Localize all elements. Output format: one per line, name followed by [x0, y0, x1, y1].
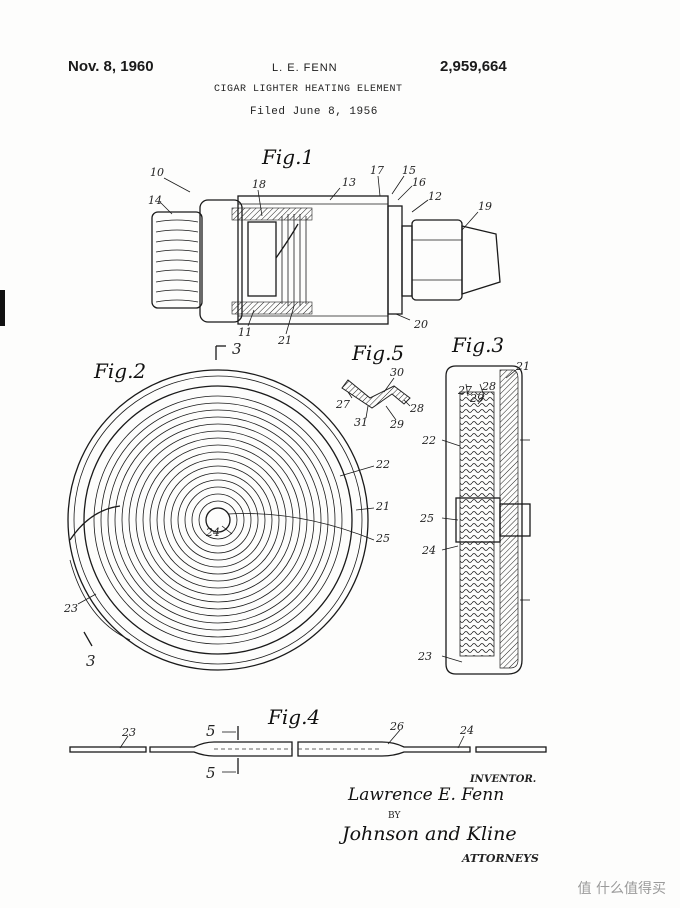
- fig4-label-24: 24: [459, 724, 474, 737]
- fig1-nut: [411, 219, 463, 301]
- patent-date: Nov. 8, 1960: [68, 58, 154, 75]
- fig3-cup-wall: [499, 369, 519, 669]
- fig4-section-label-top: 5: [206, 722, 216, 740]
- fig5-labels: 30 27 28 31 29: [335, 366, 424, 431]
- fig3-label-22: 22: [421, 434, 436, 447]
- fig4-label-26: 26: [389, 720, 404, 733]
- fig1-stem: [401, 225, 413, 297]
- fig2-section-label-bottom: 3: [86, 652, 96, 670]
- fig4-strip-segment-2: [149, 741, 293, 757]
- fig3-label-25: 25: [419, 512, 434, 525]
- fig3-post: [499, 503, 531, 537]
- inventor-signature: Lawrence E. Fenn: [347, 785, 504, 805]
- fig2-center-hub: [205, 507, 231, 533]
- fig1-element: [247, 221, 277, 297]
- fig1-leaders: [159, 175, 479, 335]
- inventor-heading: INVENTOR.: [469, 774, 536, 785]
- fig2-label-23: 23: [63, 602, 78, 615]
- fig5-title: Fig.5: [351, 341, 404, 365]
- fig5-drawing: Fig.5 30 27 28 31 29: [335, 341, 424, 431]
- fig1-label-20: 20: [413, 318, 428, 331]
- attorneys-heading: ATTORNEYS: [461, 852, 539, 865]
- fig3-element-stack: [459, 391, 495, 657]
- fig1-knob: [151, 211, 203, 309]
- fig2-title: Fig.2: [93, 359, 146, 383]
- fig2-lead-strip: [69, 505, 121, 541]
- fig3-label-21: 21: [515, 360, 530, 373]
- fig2-outer-disc: [67, 369, 369, 671]
- fig3-label-24: 24: [421, 544, 436, 557]
- signature-block: INVENTOR. Lawrence E. Fenn BY Johnson an…: [338, 774, 539, 865]
- fig2-labels: 3 22 21 24 25 23 3: [63, 340, 390, 670]
- fig5-label-27: 27: [335, 398, 350, 411]
- patent-title: CIGAR LIGHTER HEATING ELEMENT: [214, 84, 403, 95]
- fig2-label-22: 22: [375, 458, 390, 471]
- fig3-cup: [445, 365, 523, 675]
- fig1-label-16: 16: [412, 176, 426, 189]
- fig1-label-18: 18: [252, 178, 266, 191]
- fig3-labels: 21 28 27 29 22 25 24 23: [417, 360, 530, 663]
- fig1-label-12: 12: [428, 190, 442, 203]
- fig1-tip: [461, 225, 501, 295]
- fig1-label-19: 19: [478, 200, 492, 213]
- fig4-strip-segment-3: [297, 741, 471, 757]
- fig5-cross-section: [341, 379, 411, 409]
- fig1-label-21: 21: [277, 334, 292, 347]
- fig5-label-30: 30: [390, 366, 404, 379]
- fig1-knob-grooves: [155, 219, 199, 303]
- fig3-label-28: 28: [481, 380, 496, 393]
- fig3-drawing: Fig.3 21 28 27 29 22 25 24 23: [417, 333, 531, 675]
- fig1-label-17: 17: [370, 164, 384, 177]
- fig5-label-29: 29: [389, 418, 404, 431]
- scan-edge-mark: [0, 290, 5, 326]
- filed-date: Filed June 8, 1956: [250, 106, 378, 118]
- fig5-label-28: 28: [409, 402, 424, 415]
- fig4-title: Fig.4: [267, 705, 320, 729]
- fig4-strip-segment-4: [475, 746, 547, 753]
- fig4-section-label-bottom: 5: [206, 764, 216, 782]
- fig2-label-21: 21: [375, 500, 390, 513]
- fig1-collar: [199, 199, 243, 323]
- fig3-label-23: 23: [417, 650, 432, 663]
- fig1-label-10: 10: [150, 166, 164, 179]
- watermark: 值 什么值得买: [577, 881, 666, 897]
- fig1-label-13: 13: [342, 176, 356, 189]
- fig1-drawing: Fig.1: [148, 145, 501, 347]
- fig1-title: Fig.1: [261, 145, 314, 169]
- fig1-cup-hatch: [231, 207, 313, 221]
- fig5-label-31: 31: [354, 416, 368, 429]
- fig2-spiral-rings: [93, 395, 343, 645]
- fig3-leaders: [441, 369, 517, 663]
- fig2-label-24: 24: [205, 526, 220, 539]
- fig2-label-25: 25: [375, 532, 390, 545]
- fig3-title: Fig.3: [451, 333, 504, 357]
- inventor-name-header: L. E. FENN: [272, 62, 338, 74]
- fig1-label-15: 15: [402, 164, 416, 177]
- fig1-labels: 10 14 18 13 17 15 16 12 19 11 21 20: [148, 164, 492, 347]
- attorneys-signature: Johnson and Kline: [338, 823, 517, 845]
- fig2-section-label-top: 3: [232, 340, 242, 358]
- fig1-flange: [387, 205, 403, 315]
- fig1-label-11: 11: [238, 326, 252, 339]
- fig4-strip-segment-1: [69, 746, 147, 753]
- fig4-label-23: 23: [121, 726, 136, 739]
- fig2-leaders: [77, 465, 375, 605]
- fig2-drawing: Fig.2 3 22: [63, 340, 390, 671]
- fig1-label-14: 14: [148, 194, 162, 207]
- by-label: BY: [388, 811, 401, 821]
- fig4-drawing: Fig.4 23 5 26 24 5: [69, 705, 547, 782]
- patent-number: 2,959,664: [440, 58, 507, 75]
- fig3-label-29: 29: [469, 392, 484, 405]
- fig3-label-27: 27: [457, 384, 472, 397]
- fig4-labels: 23 5 26 24 5: [121, 720, 474, 782]
